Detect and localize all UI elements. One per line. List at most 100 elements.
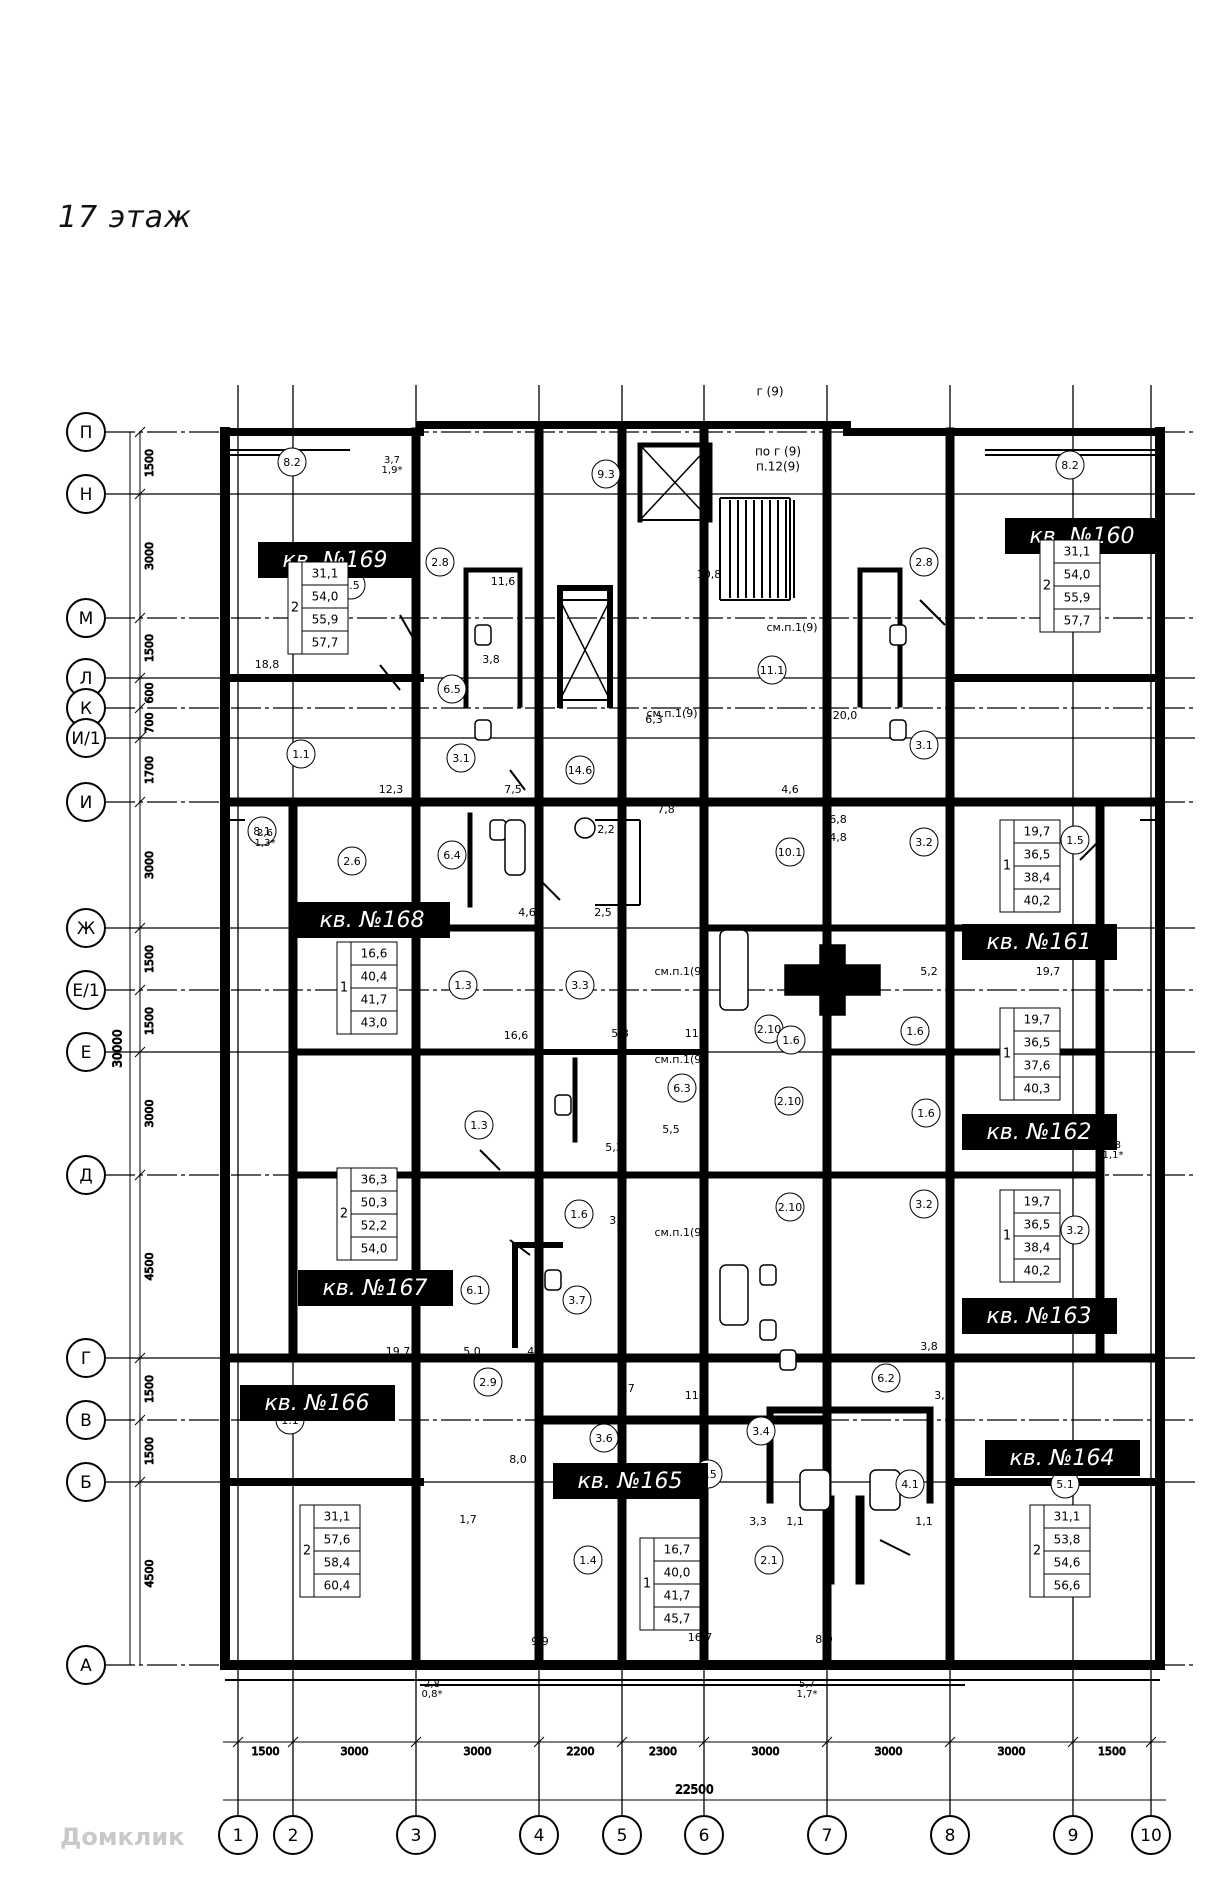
dim-tick <box>134 1169 146 1181</box>
wc-fixture <box>474 719 492 741</box>
partition <box>399 614 421 651</box>
room-code: 5.1 <box>1056 1478 1074 1491</box>
dim-tick <box>134 984 146 996</box>
wc-fixture <box>554 1094 572 1116</box>
room-code-circle <box>286 739 316 769</box>
area-value: 41,7 <box>664 1589 691 1603</box>
room-code: 6.1 <box>466 1284 484 1297</box>
col-dimension: 3000 <box>464 1745 492 1758</box>
axis-label-row: Н <box>80 485 93 505</box>
room-area: 8,0 <box>509 1453 527 1466</box>
apartment-label-box <box>298 1270 453 1306</box>
axis-label-col: 6 <box>699 1826 710 1846</box>
axis-label-row: И <box>80 793 93 813</box>
apartment-label: кв. №161 <box>986 930 1091 955</box>
wc-fixture <box>759 1264 777 1286</box>
room-area: 3,8 <box>482 653 500 666</box>
room-area: 3,3 <box>749 1515 767 1528</box>
partition <box>539 879 561 901</box>
balcony-area: 3,7 <box>384 455 400 466</box>
axis-bubble-col <box>1053 1815 1093 1855</box>
room-code-circle <box>757 655 787 685</box>
balcony-area: 1,3* <box>255 838 276 849</box>
partition <box>879 1539 911 1556</box>
axis-bubble-row <box>66 970 106 1010</box>
axis-bubble-col <box>396 1815 436 1855</box>
room-area: 8,0 <box>815 1633 833 1646</box>
room-code: 1.3 <box>470 1119 488 1132</box>
room-area: 6,3 <box>645 713 663 726</box>
room-count: 2 <box>1033 1544 1041 1559</box>
dim-tick <box>533 1736 545 1748</box>
area-value: 54,0 <box>1064 568 1091 582</box>
dim-tick <box>134 426 146 438</box>
room-code-circle <box>446 743 476 773</box>
area-value: 54,6 <box>1054 1556 1081 1570</box>
apartment-label: кв. №168 <box>319 908 424 933</box>
axis-bubble-row <box>66 1400 106 1440</box>
area-value: 31,1 <box>1064 545 1091 559</box>
room-count: 1 <box>1003 1047 1011 1062</box>
fixtures-layer <box>474 444 907 1511</box>
room-code: 2.6 <box>343 855 361 868</box>
room-code: 3.1 <box>452 752 470 765</box>
col-dimension: 3000 <box>752 1745 780 1758</box>
area-value: 57,7 <box>1064 614 1091 628</box>
axis-label-row: К <box>80 699 92 719</box>
dim-tick <box>134 732 146 744</box>
axis-bubble-row <box>66 718 106 758</box>
room-area: 11,6 <box>491 575 516 588</box>
room-area: 3,8 <box>934 1389 952 1402</box>
wc-fixture <box>779 1349 797 1371</box>
area-value: 41,7 <box>361 993 388 1007</box>
room-area: 5,8 <box>611 1027 629 1040</box>
axis-bubble-row <box>66 1462 106 1502</box>
room-code-circle <box>564 1199 594 1229</box>
room-area: 4,2 <box>527 1345 545 1358</box>
axis-label-row: Е <box>81 1043 92 1063</box>
floor-title: 17 этаж <box>58 200 193 235</box>
axis-bubble-col <box>519 1815 559 1855</box>
room-code-circle <box>562 1285 592 1315</box>
room-area: 4,8 <box>829 831 847 844</box>
room-code: 14.6 <box>568 764 593 777</box>
room-code: 2.1 <box>760 1554 778 1567</box>
room-code-circle <box>776 1025 806 1055</box>
room-area: 20,0 <box>833 709 858 722</box>
area-value: 45,7 <box>664 1612 691 1626</box>
area-value: 40,4 <box>361 970 388 984</box>
room-code: 4.1 <box>901 1478 919 1491</box>
row-dimension: 600 <box>143 683 156 704</box>
bath-fixture <box>799 1469 831 1511</box>
room-code: 3.7 <box>568 1294 586 1307</box>
room-count: 2 <box>1043 579 1051 594</box>
room-code-circle <box>460 1275 490 1305</box>
axis-bubble-col <box>930 1815 970 1855</box>
column-core <box>819 944 846 1016</box>
axis-bubble-row <box>66 474 106 514</box>
note-text: см.п.1(9) <box>654 965 705 978</box>
room-area: 1,1 <box>915 1515 933 1528</box>
room-code: 3.1 <box>915 739 933 752</box>
dim-tick <box>698 1736 710 1748</box>
room-code-circle <box>746 1416 776 1446</box>
room-code: 2.10 <box>777 1095 802 1108</box>
axis-label-col: 10 <box>1140 1826 1162 1846</box>
room-code: 6.3 <box>673 1082 691 1095</box>
room-area: 1,7 <box>459 1513 477 1526</box>
room-code-circle <box>1055 450 1085 480</box>
area-value: 36,5 <box>1024 1218 1051 1232</box>
axis-label-col: 1 <box>233 1826 244 1846</box>
axis-bubble-col <box>684 1815 724 1855</box>
room-code-circle <box>277 447 307 477</box>
room-area: 3,8 <box>920 1340 938 1353</box>
area-value: 38,4 <box>1024 871 1051 885</box>
row-dimension: 1700 <box>143 756 156 784</box>
room-code-circle <box>775 1192 805 1222</box>
balcony-area: 2,6 <box>257 828 273 839</box>
